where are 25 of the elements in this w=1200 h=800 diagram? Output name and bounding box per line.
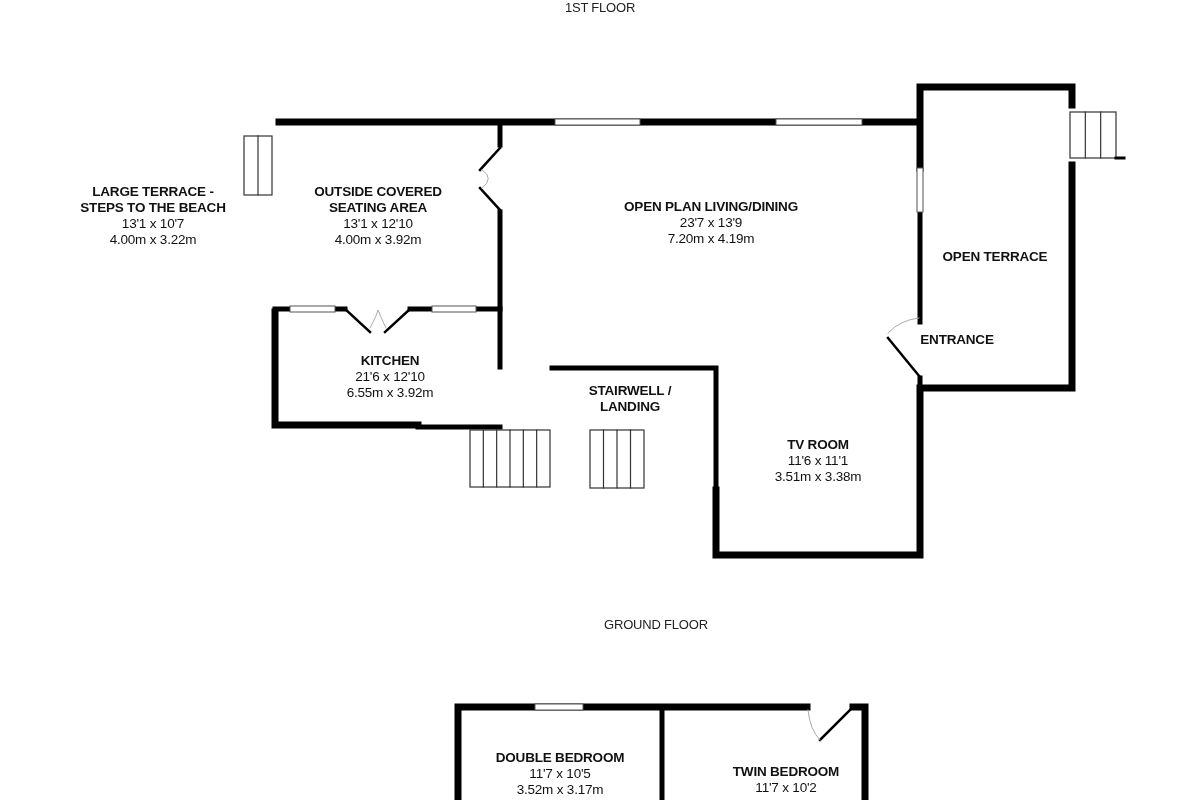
room-name: TWIN BEDROOM: [732, 764, 840, 780]
room-name: TV ROOM: [787, 437, 849, 453]
room-dimensions: 3.51m x 3.38m: [774, 469, 862, 485]
room-dimensions: 21'6 x 12'10: [355, 369, 425, 385]
room-name: OPEN PLAN LIVING/DINING: [624, 199, 798, 215]
room-dimensions: 23'7 x 13'9: [679, 215, 743, 231]
room-dimensions: 11'7 x 10'5: [529, 766, 591, 782]
room-name: STAIRWELL / LANDING: [587, 383, 673, 415]
room-dimensions: 6.55m x 3.92m: [346, 385, 434, 401]
room-name: KITCHEN: [360, 353, 420, 369]
floor-title: GROUND FLOOR: [604, 617, 708, 633]
room-name: ENTRANCE: [920, 332, 994, 348]
room-dimensions: 13'1 x 10'7: [121, 216, 185, 232]
room-name: DOUBLE BEDROOM: [495, 750, 625, 766]
room-dimensions: 3.52m x 3.17m: [516, 782, 604, 798]
room-dimensions: 11'6 x 11'1: [787, 453, 849, 469]
room-dimensions: 13'1 x 12'10: [343, 216, 413, 232]
floor-title: 1ST FLOOR: [564, 0, 636, 16]
room-dimensions: 4.00m x 3.92m: [334, 232, 422, 248]
room-dimensions: 11'7 x 10'2: [755, 780, 817, 796]
room-name: OPEN TERRACE: [942, 249, 1048, 265]
room-dimensions: 4.00m x 3.22m: [109, 232, 197, 248]
room-dimensions: 7.20m x 4.19m: [667, 231, 755, 247]
room-name: LARGE TERRACE - STEPS TO THE BEACH: [79, 184, 227, 216]
room-name: OUTSIDE COVERED SEATING AREA: [313, 184, 443, 216]
